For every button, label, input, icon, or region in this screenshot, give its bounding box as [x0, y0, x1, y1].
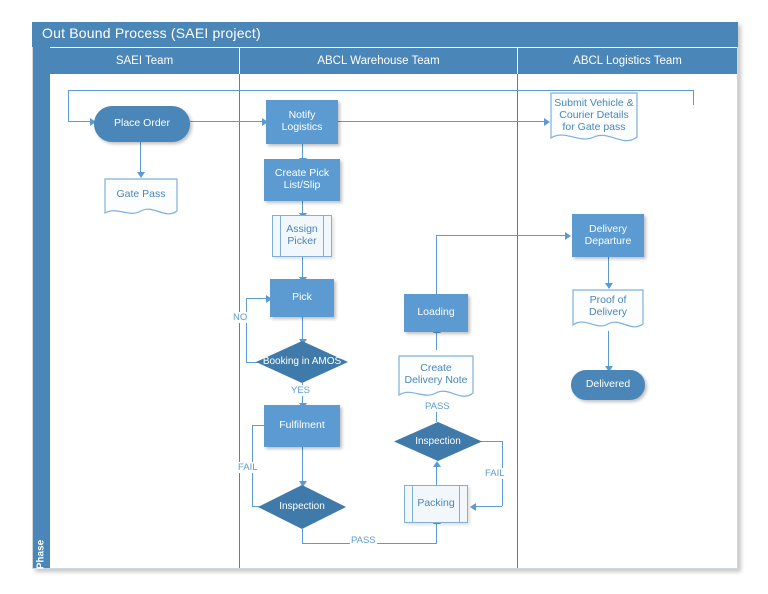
node-delivered[interactable]: Delivered — [571, 370, 645, 400]
conn-return-into-placeorder — [68, 121, 94, 123]
node-inspection-warehouse-label: Inspection — [279, 501, 325, 513]
arrow-delivered — [605, 366, 613, 372]
arrow-submit — [544, 118, 550, 126]
document-shape-icon — [104, 178, 178, 215]
conn-no-into-pick — [246, 298, 270, 300]
arrow-fail2-into-packing — [470, 503, 476, 511]
edge-label-no: NO — [232, 312, 249, 323]
lane-body-warehouse — [240, 74, 518, 568]
node-delivery-departure[interactable]: Delivery Departure — [572, 214, 644, 257]
node-inspection-packing[interactable]: Inspection — [394, 422, 482, 461]
node-notify-logistics-label: Notify Logistics — [281, 109, 323, 133]
edge-label-pass-inspection2: PASS — [424, 401, 451, 412]
arrow-inspection1 — [299, 481, 307, 487]
node-inspection-warehouse[interactable]: Inspection — [258, 485, 346, 529]
conn-placeorder-notify — [190, 121, 266, 123]
document-shape-icon — [398, 355, 474, 397]
node-fulfilment[interactable]: Fulfilment — [264, 405, 340, 447]
node-submit-vehicle-details-label: Submit Vehicle & Courier Details for Gat… — [554, 97, 634, 133]
document-shape-icon — [572, 289, 644, 328]
arrow-into-placeorder — [90, 118, 96, 126]
conn-deliverynote-loading — [436, 332, 438, 350]
conn-gatepass-return-right — [693, 90, 695, 105]
conn-no-vertical — [246, 298, 248, 362]
conn-placeorder-gatepass — [140, 142, 142, 174]
arrow-proof — [605, 283, 613, 289]
conn-fail2-into-packing — [474, 506, 502, 508]
lane-header-warehouse-label: ABCL Warehouse Team — [317, 55, 440, 67]
node-inspection-packing-label: Inspection — [415, 435, 461, 447]
document-shape-icon — [550, 92, 638, 142]
node-place-order-label: Place Order — [113, 117, 171, 130]
edge-label-fail-packing: FAIL — [484, 468, 506, 479]
arrow-gatepass — [137, 172, 145, 178]
conn-no-from-booking — [246, 362, 268, 364]
diagram-title-bar: Out Bound Process (SAEI project) — [32, 22, 738, 47]
node-loading[interactable]: Loading — [404, 294, 468, 332]
conn-assign-pick — [302, 257, 304, 279]
lane-header-logistics: ABCL Logistics Team — [518, 48, 737, 74]
conn-proof-delivered — [608, 331, 610, 369]
node-packing-label: Packing — [417, 497, 455, 510]
conn-loading-up — [436, 235, 438, 294]
conn-gatepass-return-left — [68, 90, 70, 121]
lane-body-saei — [50, 74, 240, 568]
conn-fail1-into-fulfilment — [252, 425, 270, 427]
phase-label: Phase — [35, 539, 47, 570]
arrow-notify — [262, 118, 268, 126]
lane-header-saei: SAEI Team — [50, 48, 240, 74]
node-create-pick-list[interactable]: Create Pick List/Slip — [264, 159, 340, 201]
node-create-delivery-note[interactable]: Create Delivery Note — [398, 355, 474, 403]
node-delivered-label: Delivered — [585, 378, 631, 391]
edge-label-fail-fulfilment: FAIL — [237, 462, 259, 473]
conn-pass1-down — [302, 529, 304, 543]
node-proof-of-delivery[interactable]: Proof of Delivery — [572, 289, 644, 333]
node-assign-picker[interactable]: Assign Picker — [272, 215, 332, 257]
conn-pick-booking — [302, 317, 304, 341]
node-delivery-departure-label: Delivery Departure — [584, 222, 632, 247]
lane-header-saei-label: SAEI Team — [115, 55, 174, 67]
node-pick-label: Pick — [292, 291, 312, 304]
arrow-delivery-departure — [565, 232, 571, 240]
conn-pass2-deliverynote — [436, 411, 438, 422]
diagram-title: Out Bound Process (SAEI project) — [42, 25, 261, 41]
node-fulfilment-label: Fulfilment — [279, 419, 325, 432]
node-create-delivery-note-label: Create Delivery Note — [404, 362, 468, 386]
node-pick[interactable]: Pick — [270, 279, 334, 317]
node-gate-pass-label: Gate Pass — [116, 188, 166, 201]
lane-header-logistics-label: ABCL Logistics Team — [573, 55, 682, 67]
conn-fail2-from-inspection2 — [481, 441, 503, 443]
node-loading-label: Loading — [417, 306, 455, 319]
node-booking-in-amos[interactable]: Booking in AMOS — [256, 341, 348, 383]
conn-pass1-up-packing — [436, 523, 438, 543]
node-packing[interactable]: Packing — [404, 485, 468, 523]
node-notify-logistics[interactable]: Notify Logistics — [266, 100, 338, 144]
node-proof-of-delivery-label: Proof of Delivery — [589, 294, 627, 318]
conn-fulfilment-inspection1 — [302, 447, 304, 483]
arrow-inspection2 — [433, 461, 441, 467]
edge-label-yes: YES — [290, 385, 312, 396]
node-submit-vehicle-details[interactable]: Submit Vehicle & Courier Details for Gat… — [550, 92, 638, 148]
conn-notify-createpick — [302, 144, 304, 160]
edge-label-pass-packing: PASS — [350, 535, 377, 546]
node-assign-picker-label: Assign Picker — [286, 223, 318, 247]
lane-header-warehouse: ABCL Warehouse Team — [240, 48, 518, 74]
conn-loading-right — [436, 235, 568, 237]
conn-packing-inspection2 — [436, 466, 438, 485]
phase-rail: Phase — [33, 47, 50, 569]
arrow-no-into-pick — [266, 295, 272, 303]
node-place-order[interactable]: Place Order — [94, 106, 190, 142]
conn-gatepass-return-top — [68, 90, 693, 92]
node-create-pick-list-label: Create Pick List/Slip — [274, 167, 330, 191]
conn-createpick-assign — [302, 201, 304, 215]
conn-notify-submit — [338, 121, 548, 123]
node-booking-in-amos-label: Booking in AMOS — [262, 356, 342, 368]
conn-departure-proof — [608, 257, 610, 285]
node-gate-pass[interactable]: Gate Pass — [104, 178, 178, 220]
